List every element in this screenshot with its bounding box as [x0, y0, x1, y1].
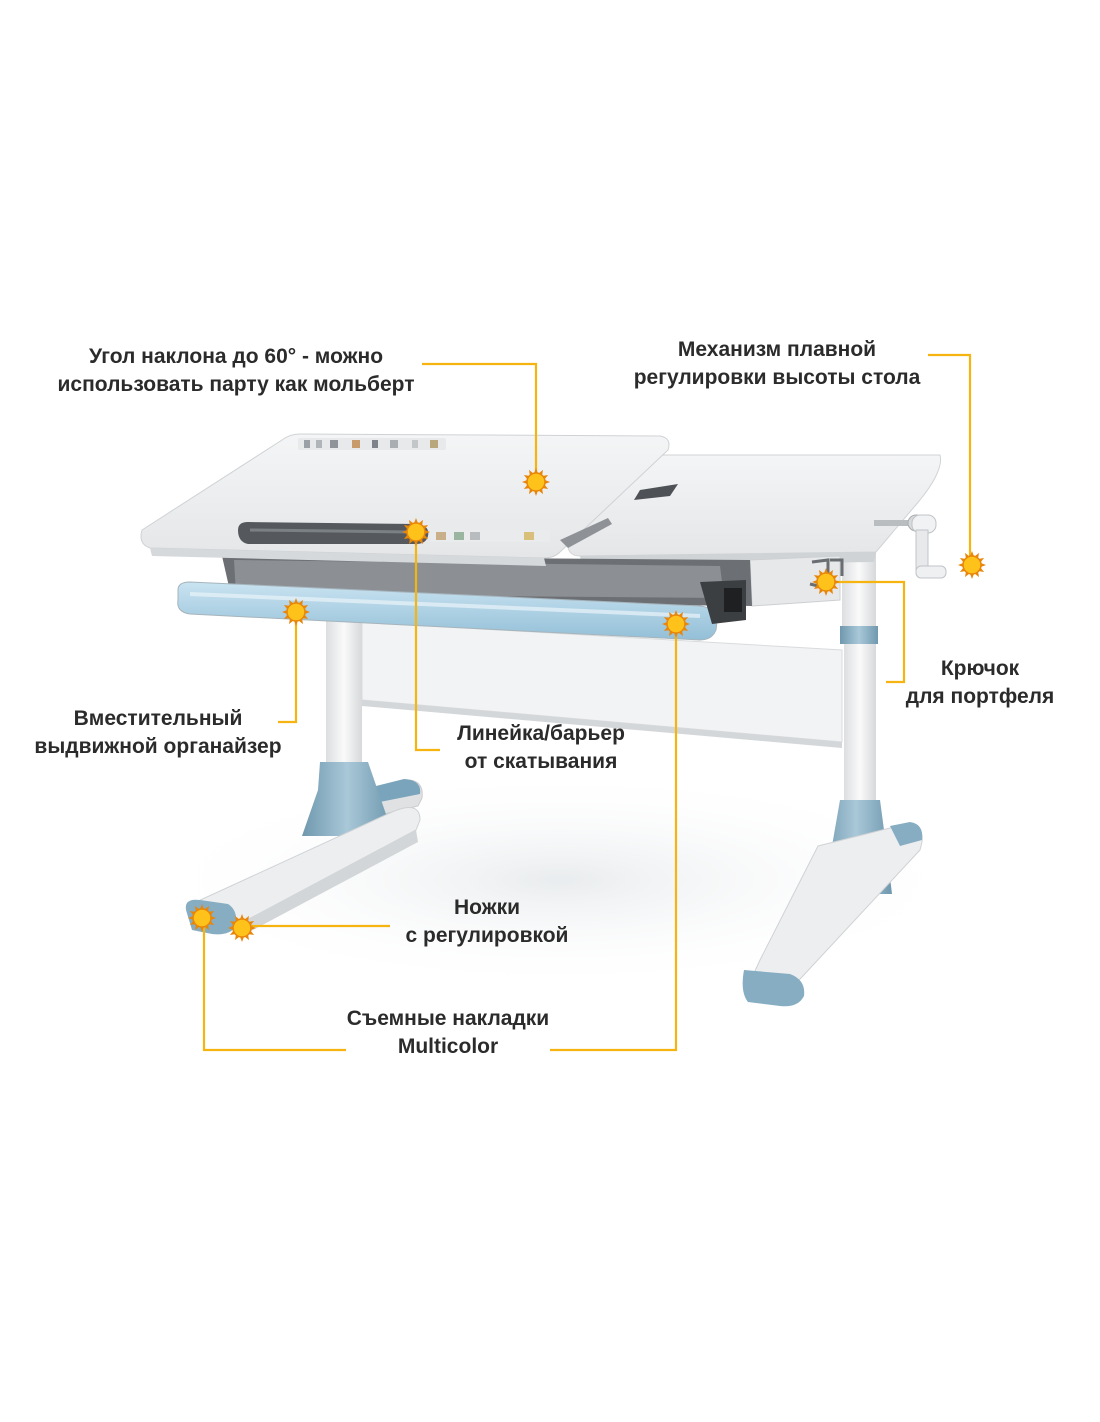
callout-lines	[202, 353, 972, 1052]
organizer-callout-label: Вместительный выдвижной органайзер	[10, 705, 306, 761]
feet-callout-line2: с регулировкой	[405, 924, 569, 947]
pads-line-right	[550, 624, 678, 1052]
crank-handle-icon	[874, 514, 947, 579]
hook-marker-sun-icon	[812, 568, 840, 596]
height-marker-sun-icon	[958, 551, 986, 579]
feet-callout-label: Ножки с регулировкой	[382, 894, 592, 950]
height-callout-line1: Механизм плавной	[677, 338, 877, 361]
hook-line	[828, 580, 906, 684]
organizer-callout-line2: выдвижной органайзер	[34, 735, 282, 758]
organizer-marker-sun-icon	[282, 598, 310, 626]
pads-callout-label: Съемные накладки Multicolor	[330, 1005, 566, 1061]
foot-adjust-marker-sun-icon	[228, 914, 256, 942]
ruler-barrier	[238, 522, 429, 544]
tilt-line	[422, 362, 538, 480]
pads-callout-line1: Съемные накладки	[346, 1007, 550, 1030]
drawer-end-marker-sun-icon	[662, 610, 690, 638]
hook-callout-label: Крючок для портфеля	[890, 655, 1070, 711]
bottom-print-strip	[430, 530, 550, 542]
height-callout-line2: регулировки высоты стола	[633, 366, 921, 389]
tilt-callout-label: Угол наклона до 60° - можно использовать…	[26, 343, 446, 399]
feet-callout-line1: Ножки	[453, 896, 521, 919]
ruler-callout-line2: от скатывания	[464, 750, 618, 773]
tilt-callout-line2: использовать парту как мольберт	[57, 373, 415, 396]
modesty-panel	[361, 621, 843, 748]
pads-callout-line2: Multicolor	[397, 1035, 499, 1058]
tilt-marker-sun-icon	[522, 468, 550, 496]
sun-markers	[188, 468, 986, 942]
hook-callout-line1: Крючок	[940, 657, 1020, 680]
right-desktop-panel	[567, 454, 942, 607]
foot-pad-marker-sun-icon	[188, 904, 216, 932]
ruler-line	[414, 532, 440, 752]
height-line	[928, 353, 972, 562]
left-back-foot	[371, 779, 423, 815]
organizer-drawer	[177, 556, 752, 641]
organizer-callout-line1: Вместительный	[73, 707, 243, 730]
ruler-callout-line1: Линейка/барьер	[457, 722, 625, 745]
organizer-line	[278, 614, 298, 724]
pads-line-left	[202, 920, 346, 1052]
desk-illustration	[140, 433, 947, 1007]
top-print-strip	[298, 438, 446, 450]
ruler-callout-label: Линейка/барьер от скатывания	[436, 720, 646, 776]
ruler-marker-sun-icon	[402, 518, 430, 546]
tilt-callout-line1: Угол наклона до 60° - можно	[88, 345, 384, 368]
hook-callout-line2: для портфеля	[905, 685, 1055, 708]
height-callout-label: Механизм плавной регулировки высоты стол…	[612, 336, 942, 392]
right-leg	[742, 548, 923, 1007]
